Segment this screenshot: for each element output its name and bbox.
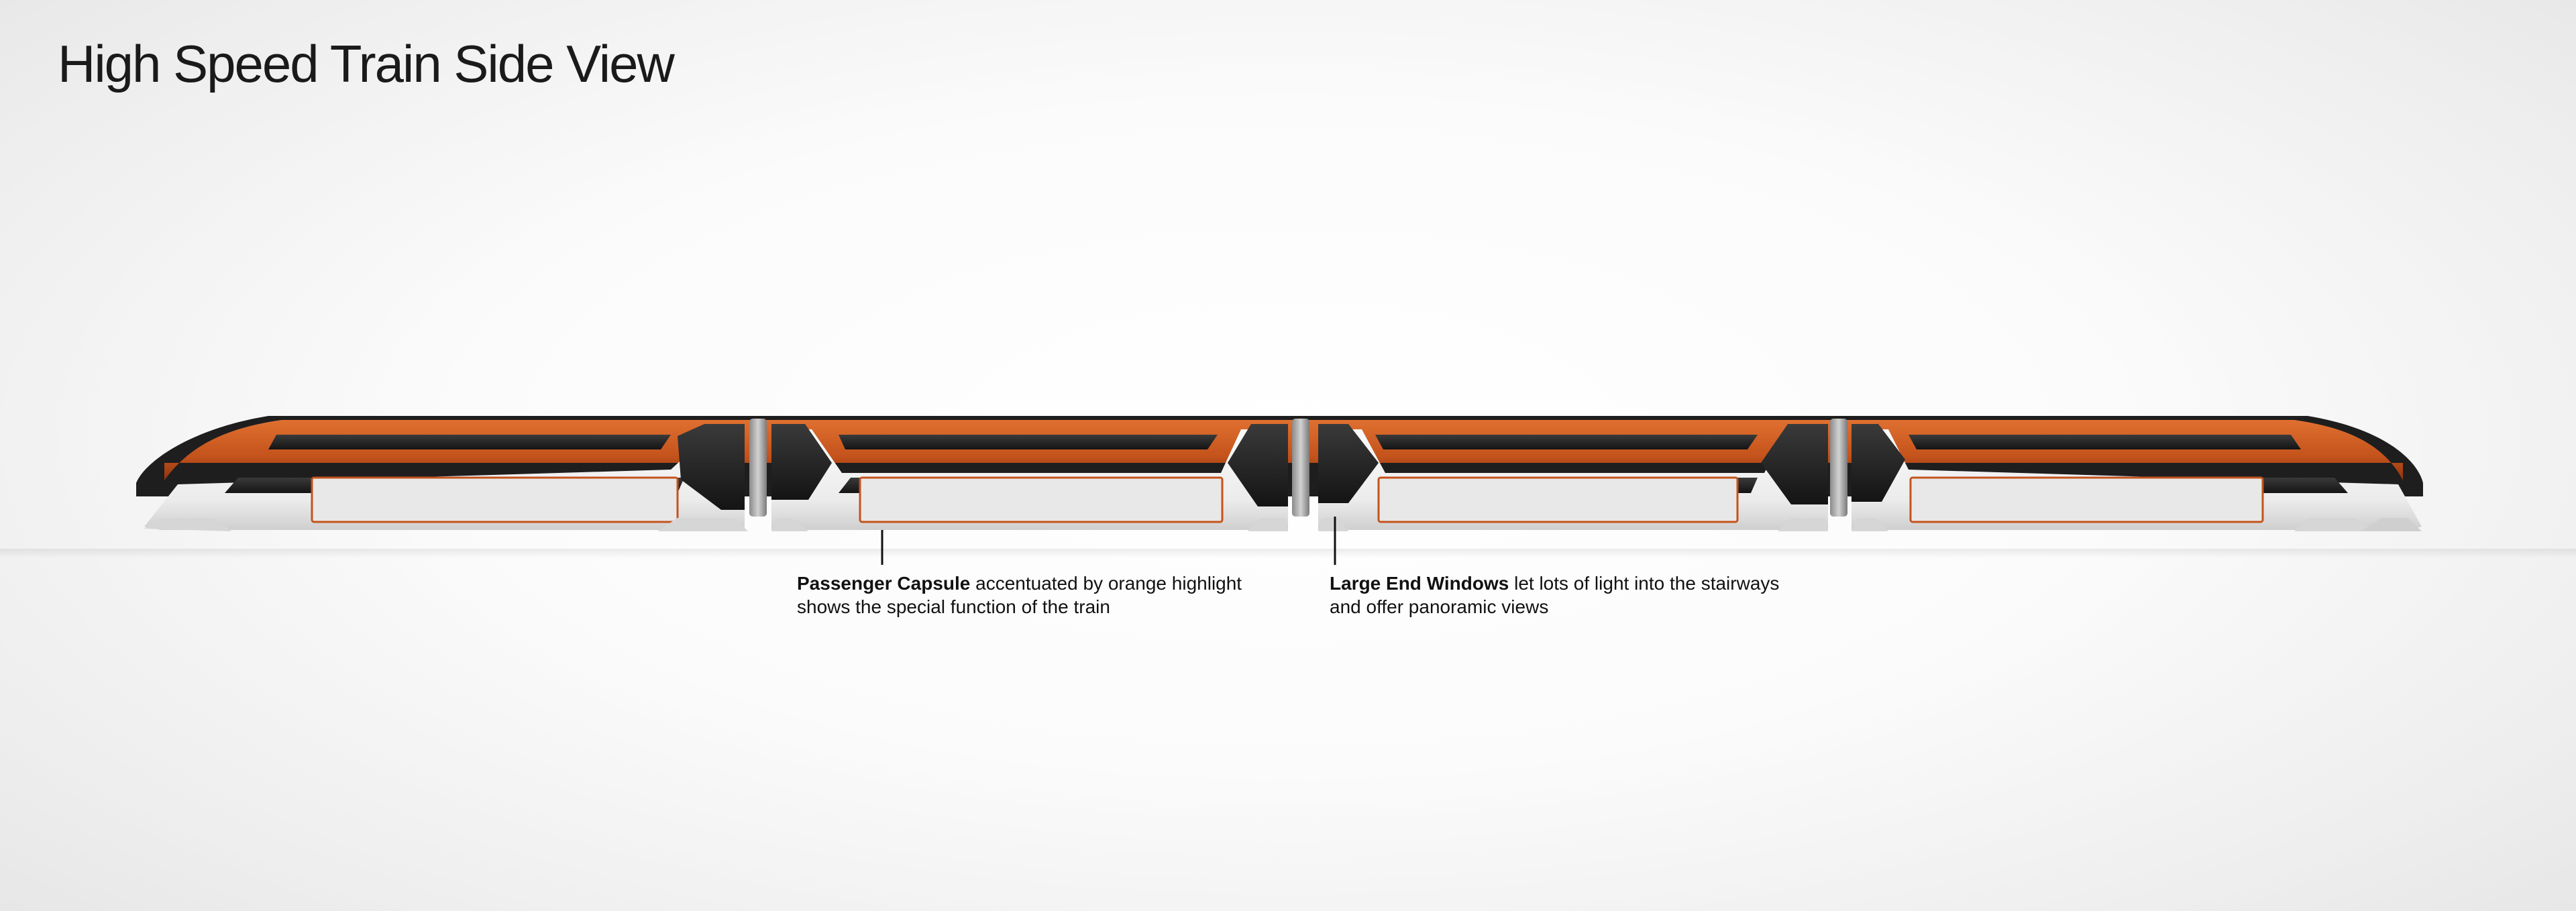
upper-window-strips — [268, 435, 2301, 449]
callout-passenger-capsule-lead: Passenger Capsule — [797, 573, 971, 594]
large-end-windows — [678, 424, 1905, 510]
callout-large-end-windows: Large End Windows let lots of light into… — [1330, 572, 1779, 619]
callout-large-end-windows-lead: Large End Windows — [1330, 573, 1509, 594]
callout-passenger-capsule-line2: shows the special function of the train — [797, 596, 1110, 617]
callout-passenger-capsule-line1: Passenger Capsule accentuated by orange … — [797, 572, 1242, 595]
passenger-capsules — [311, 476, 2264, 523]
page-title: High Speed Train Side View — [58, 34, 675, 93]
skirt-details — [144, 518, 2422, 531]
callout-passenger-capsule: Passenger Capsule accentuated by orange … — [797, 572, 1242, 619]
car-connectors — [749, 419, 1847, 517]
callout-large-end-windows-text1: let lots of light into the stairways — [1509, 573, 1780, 594]
callout-large-end-windows-line1: Large End Windows let lots of light into… — [1330, 572, 1779, 595]
ground-shadow — [0, 549, 2576, 558]
callout-passenger-capsule-text1: accentuated by orange highlight — [970, 573, 1242, 594]
callout-large-end-windows-line2: and offer panoramic views — [1330, 596, 1549, 617]
